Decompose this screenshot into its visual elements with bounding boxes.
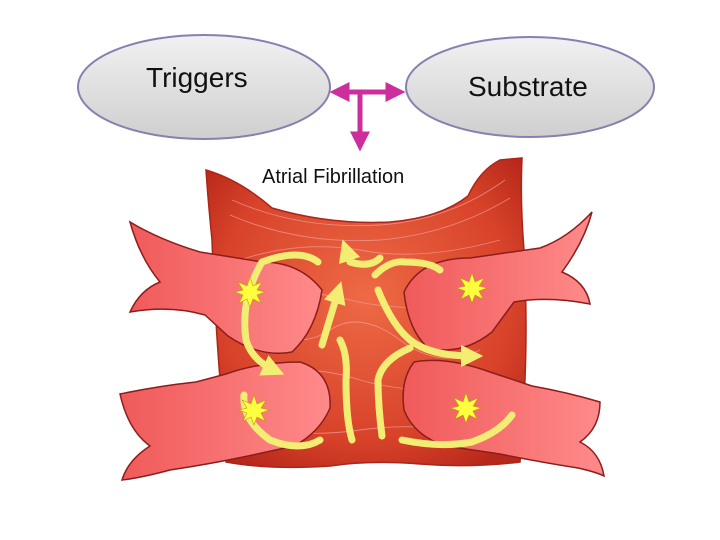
substrate-oval: [405, 36, 655, 138]
starburst-icon: [233, 276, 267, 308]
reentrant-wavefronts: [240, 239, 516, 450]
curved-arrow: [371, 258, 444, 279]
starburst-icon: [449, 392, 483, 424]
substrate-label: Substrate: [468, 71, 588, 102]
upper-right-pulmonary-vein: [403, 211, 593, 351]
atrial-fibrillation-label: Atrial Fibrillation: [262, 166, 405, 188]
curved-arrow: [318, 281, 346, 349]
curved-arrow: [398, 411, 516, 449]
curved-arrow: [374, 344, 414, 440]
curved-arrow: [336, 336, 356, 444]
curved-arrow: [374, 286, 484, 368]
curved-arrow: [338, 239, 384, 268]
curved-arrow: [241, 251, 322, 376]
starburst-icon: [237, 394, 271, 426]
triggers-label: Triggers: [146, 62, 248, 93]
starburst-icon: [455, 272, 489, 304]
